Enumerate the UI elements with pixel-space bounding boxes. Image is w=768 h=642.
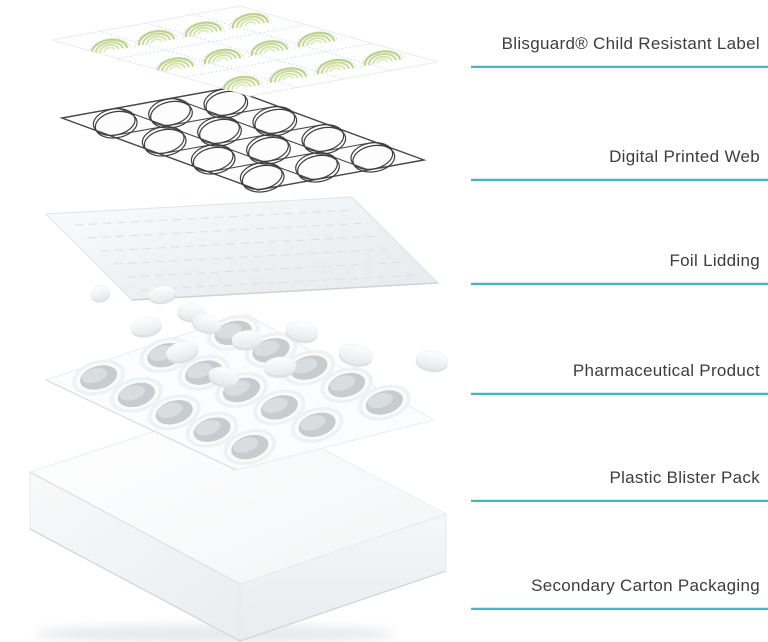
packaging-exploded-diagram <box>28 5 450 642</box>
layer-label-child-resistant-label: Blisguard® Child Resistant Label <box>471 35 768 68</box>
digital-printed-web-sheet <box>59 84 427 197</box>
foil-lidding-sheet <box>44 196 440 301</box>
label-underline <box>471 500 768 502</box>
label-underline <box>471 179 768 181</box>
layer-label-text: Foil Lidding <box>669 251 760 270</box>
label-underline <box>471 393 768 395</box>
plastic-blister-pack-sheet <box>44 309 436 471</box>
layer-label-text: Secondary Carton Packaging <box>531 576 760 595</box>
label-sheet <box>51 5 439 97</box>
secondary-carton-box <box>28 403 448 642</box>
layer-label-plastic-blister-pack: Plastic Blister Pack <box>471 469 768 502</box>
box-shadow <box>35 625 395 642</box>
label-underline <box>471 608 768 610</box>
tablet <box>414 348 450 375</box>
layer-label-text: Pharmaceutical Product <box>572 361 760 380</box>
layer-label-text: Plastic Blister Pack <box>609 468 760 487</box>
label-underline <box>471 66 768 68</box>
tablet <box>88 283 112 305</box>
label-underline <box>471 283 768 285</box>
child-resistant-label-sheet <box>51 5 439 97</box>
tablet <box>129 314 164 341</box>
tablet <box>336 341 375 370</box>
layer-label-secondary-carton-packaging: Secondary Carton Packaging <box>471 577 768 610</box>
foil-texture <box>74 209 421 291</box>
web-grid <box>110 97 376 181</box>
layer-label-text: Digital Printed Web <box>609 147 760 166</box>
layer-label-pharmaceutical-product: Pharmaceutical Product <box>471 362 768 395</box>
layer-label-text: Blisguard® Child Resistant Label <box>501 34 760 53</box>
blister-edge <box>45 379 237 471</box>
foil-edge <box>131 282 439 301</box>
layer-label-digital-printed-web: Digital Printed Web <box>471 148 768 181</box>
box-edges <box>29 471 447 642</box>
layer-label-foil-lidding: Foil Lidding <box>471 252 768 285</box>
